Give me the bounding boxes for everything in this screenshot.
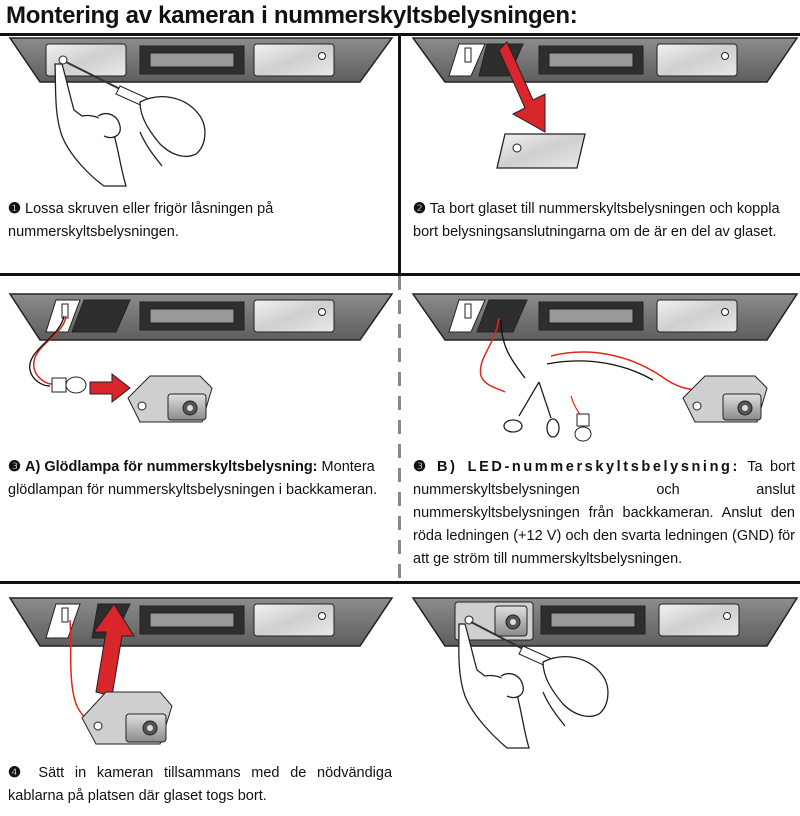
step-1-panel: ❶ Lossa skruven eller frigör låsningen p…	[0, 36, 398, 273]
step-3b-illustration	[411, 293, 799, 442]
step-3a-caption: ❸ A) Glödlampa för nummerskyltsbelysning…	[8, 456, 392, 502]
step-3b-text: Ta bort nummerskyltsbelysningen och ansl…	[413, 459, 796, 567]
step-2-illustration	[411, 37, 799, 169]
divider-middle-2	[0, 581, 800, 584]
step-4-caption: ❹ Sätt in kameran tillsammans med de nöd…	[8, 762, 392, 808]
scissors-icon	[503, 381, 560, 438]
page-title: Montering av kameran i nummerskyltsbelys…	[6, 2, 578, 29]
arrow-icon	[89, 372, 131, 404]
step-3b-number: ❸	[413, 459, 430, 475]
step-1-number: ❶	[8, 201, 21, 217]
step-2-caption: ❷ Ta bort glaset till nummerskyltsbelysn…	[413, 198, 797, 244]
step-2-number: ❷	[413, 201, 426, 217]
step-3a-illustration	[8, 293, 394, 423]
step-3b-heading: B) LED-nummerskyltsbelysning:	[437, 459, 740, 475]
camera-icon	[682, 375, 768, 423]
step-3a-panel: ❸ A) Glödlampa för nummerskyltsbelysning…	[0, 276, 398, 581]
step-2-text: Ta bort glaset till nummerskyltsbelysnin…	[413, 201, 780, 240]
step-1-text: Lossa skruven eller frigör låsningen på …	[8, 201, 274, 240]
step-4-text: Sätt in kameran tillsammans med de nödvä…	[8, 765, 393, 804]
step-4-number: ❹	[8, 765, 28, 781]
step-4-illustration	[8, 597, 394, 745]
step-5-illustration	[411, 597, 799, 749]
arrow-icon	[498, 41, 546, 133]
camera-icon	[81, 691, 173, 745]
arrow-icon	[93, 603, 135, 697]
step-3a-text: Montera glödlampan för nummerskyltsbelys…	[8, 459, 378, 498]
step-1-caption: ❶ Lossa skruven eller frigör låsningen p…	[8, 198, 298, 244]
divider-middle-1	[0, 273, 800, 276]
camera-icon	[127, 375, 213, 423]
step-3b-caption: ❸ B) LED-nummerskyltsbelysning: Ta bort …	[413, 456, 795, 571]
step-2-panel: ❷ Ta bort glaset till nummerskyltsbelysn…	[401, 36, 800, 273]
step-1-illustration	[8, 37, 394, 187]
divider-vertical-top	[398, 33, 401, 273]
bulb-icon	[570, 395, 592, 442]
hand-icon	[458, 623, 609, 749]
step-3a-heading: A) Glödlampa för nummerskyltsbelysning:	[25, 459, 318, 475]
step-3b-panel: ❸ B) LED-nummerskyltsbelysning: Ta bort …	[401, 276, 800, 581]
hand-icon	[54, 63, 206, 187]
step-5-panel	[401, 584, 800, 816]
camera-icon	[494, 605, 528, 637]
step-4-panel: ❹ Sätt in kameran tillsammans med de nöd…	[0, 584, 398, 816]
step-3a-number: ❸	[8, 459, 21, 475]
divider-vertical-dashed	[398, 276, 401, 581]
bulb-icon	[51, 376, 87, 394]
